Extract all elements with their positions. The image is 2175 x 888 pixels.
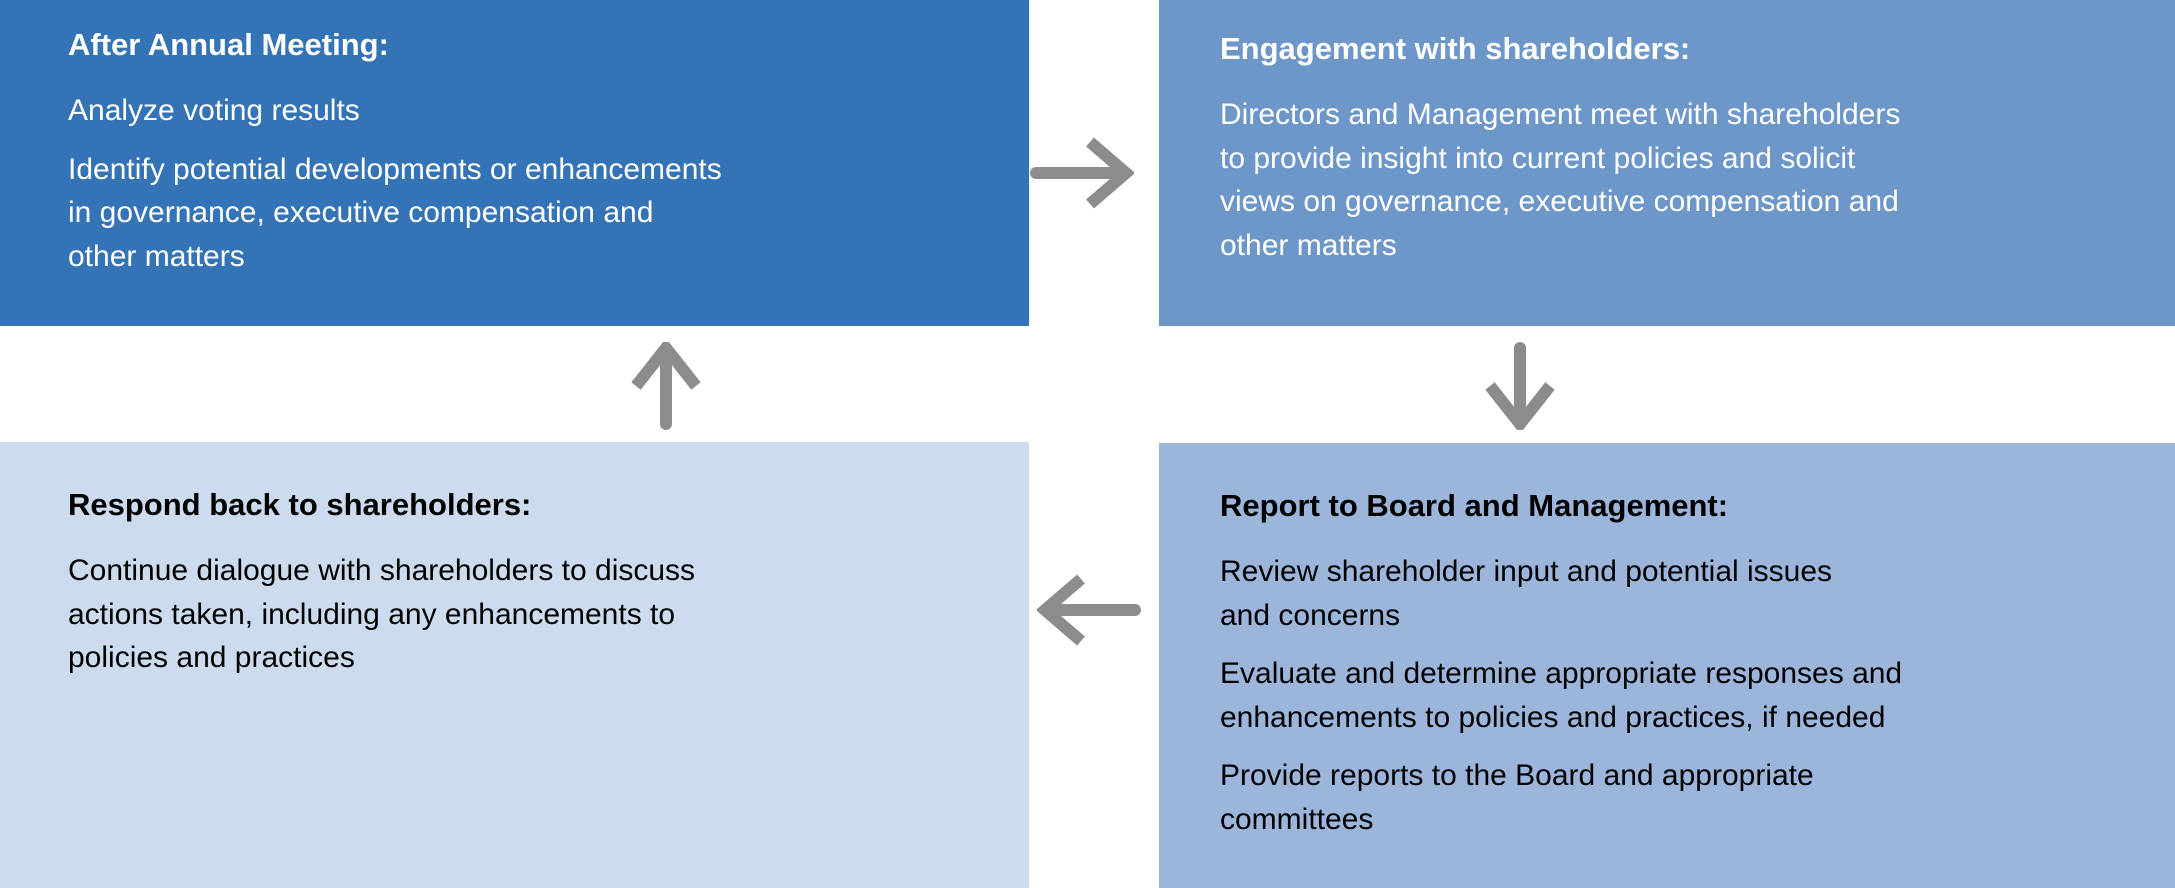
arrow-left-icon (1037, 574, 1141, 646)
box-title: Respond back to shareholders: (68, 487, 532, 522)
arrow-up-icon (631, 342, 701, 430)
box-paragraph: Directors and Management meet with share… (1220, 98, 1901, 262)
box-paragraph: Identify potential developments or enhan… (68, 152, 722, 273)
box-title: After Annual Meeting: (68, 27, 389, 62)
arrow-down-icon (1485, 342, 1555, 430)
box-paragraph: Review shareholder input and potential i… (1220, 555, 1833, 632)
box-engagement-with-shareholders: Engagement with shareholders: Directors … (1159, 0, 2175, 326)
box-paragraph: Continue dialogue with shareholders to d… (68, 554, 696, 675)
box-after-annual-meeting: After Annual Meeting: Analyze voting res… (0, 0, 1029, 326)
box-paragraph: Provide reports to the Board and appropr… (1220, 759, 1814, 836)
box-respond-back-to-shareholders: Respond back to shareholders: Continue d… (0, 442, 1029, 888)
box-title: Report to Board and Management: (1220, 488, 1729, 523)
box-report-to-board-and-management: Report to Board and Management: Review s… (1159, 443, 2175, 888)
box-paragraph: Evaluate and determine appropriate respo… (1220, 657, 1903, 734)
box-paragraph: Analyze voting results (68, 94, 360, 128)
arrow-right-icon (1030, 137, 1134, 209)
box-title: Engagement with shareholders: (1220, 31, 1691, 66)
